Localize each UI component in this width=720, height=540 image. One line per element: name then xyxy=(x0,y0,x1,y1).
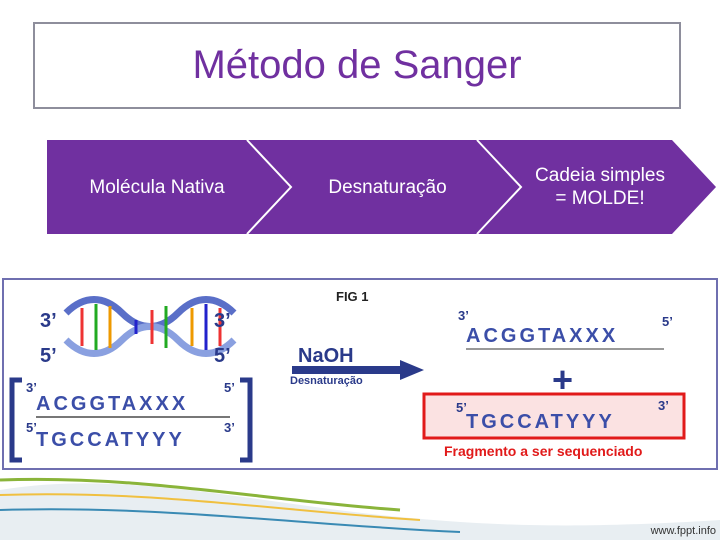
ds-bottom-sequence: TGCCATYYY xyxy=(36,429,185,451)
ds-bottom-start: 5’ xyxy=(26,420,37,435)
denature-arrow-icon xyxy=(292,360,424,380)
ss-bottom-end: 3’ xyxy=(658,398,669,413)
fragment-highlight xyxy=(422,392,686,440)
step-label-1: Molécula Nativa xyxy=(89,176,225,198)
ss-top-end: 5’ xyxy=(662,314,673,329)
ss-bottom-sequence: TGCCATYYY xyxy=(466,411,615,433)
step-label-2: Desnaturação xyxy=(328,176,447,198)
process-chevrons xyxy=(47,139,716,235)
ds-top-sequence: ACGGTAXXX xyxy=(36,393,188,415)
left-bracket xyxy=(9,377,253,463)
title-box: Método de Sanger xyxy=(33,22,681,109)
footer-url: www.fppt.info xyxy=(650,525,716,537)
ds-bottom-end: 3’ xyxy=(224,420,235,435)
dna-helix-icon xyxy=(63,296,237,357)
ss-bottom-start: 5’ xyxy=(456,400,467,415)
fragment-caption: Fragmento a ser sequenciado xyxy=(444,443,642,459)
ds-top-start: 3’ xyxy=(26,380,37,395)
plus-sign: + xyxy=(552,359,573,400)
helix-5prime-right: 5’ xyxy=(214,345,231,367)
chevron-step-2 xyxy=(247,140,521,234)
ss-top-start: 3’ xyxy=(458,308,469,323)
footer-decoration xyxy=(0,477,720,540)
helix-3prime-left: 3’ xyxy=(40,310,57,332)
figure-panel: FIG 1 3’ 3’ 5’ 5’ 3’ 5’ ACGGTAXXX 5’ xyxy=(2,278,718,470)
desnaturacao-label: Desnaturação xyxy=(290,375,363,387)
ss-top-sequence: ACGGTAXXX xyxy=(466,325,618,347)
chevron-step-3 xyxy=(477,140,716,234)
ds-top-end: 5’ xyxy=(224,380,235,395)
naoh-label: NaOH xyxy=(298,345,354,367)
fig-label: FIG 1 xyxy=(336,289,369,304)
helix-3prime-right: 3’ xyxy=(214,310,231,332)
helix-5prime-left: 5’ xyxy=(40,345,57,367)
step-label-3: Cadeia simples = MOLDE! xyxy=(535,165,665,209)
page-title: Método de Sanger xyxy=(192,43,522,87)
figure-diagram: FIG 1 3’ 3’ 5’ 5’ 3’ 5’ ACGGTAXXX 5’ xyxy=(9,289,686,463)
chevron-step-1 xyxy=(47,140,291,234)
